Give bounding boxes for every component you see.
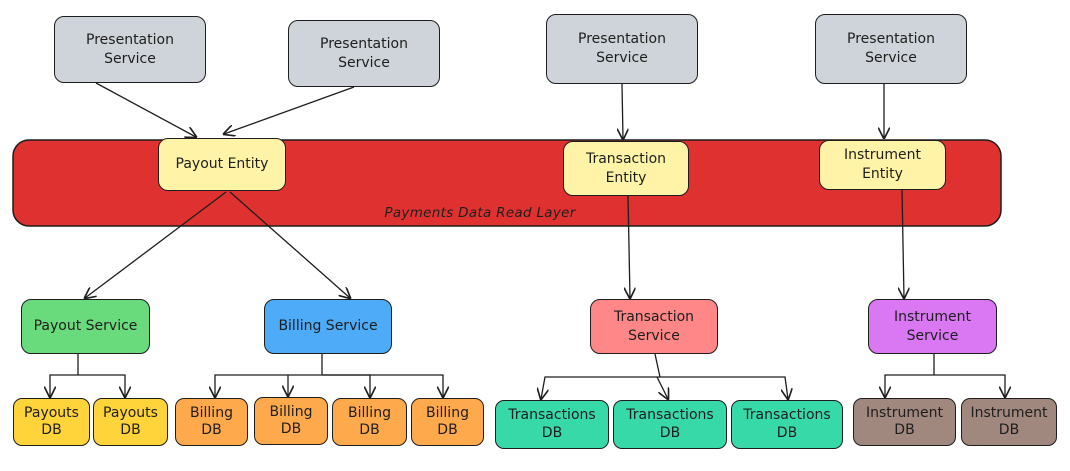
arrow-billing-service-to-billing-db-4	[322, 374, 443, 397]
presentation-service-1[interactable]: Presentation Service	[54, 16, 206, 83]
payouts-db-2[interactable]: Payouts DB	[93, 398, 168, 446]
transactions-db-2[interactable]: Transactions DB	[613, 400, 727, 449]
arrow-transaction-service-to-transactions-db-1	[541, 376, 657, 399]
presentation-service-2[interactable]: Presentation Service	[288, 20, 440, 87]
instrument-entity[interactable]: Instrument Entity	[819, 140, 946, 190]
billing-db-3[interactable]: Billing DB	[332, 398, 407, 446]
transactions-db-3[interactable]: Transactions DB	[731, 400, 843, 449]
payouts-db-1[interactable]: Payouts DB	[13, 398, 90, 446]
arrow-payout-entity-to-billing-service	[229, 191, 350, 298]
arrow-transaction-service-to-transactions-db-2	[656, 376, 668, 399]
connector-transaction-service-trunk	[654, 353, 661, 378]
transaction-service[interactable]: Transaction Service	[590, 299, 718, 354]
arrow-billing-service-to-billing-db-3	[322, 374, 370, 397]
arrow-payout-entity-to-payout-service	[85, 191, 227, 298]
connectors	[50, 82, 1005, 399]
layer-label: Payments Data Read Layer	[384, 205, 576, 221]
instrument-service[interactable]: Instrument Service	[868, 299, 997, 354]
transactions-db-1[interactable]: Transactions DB	[495, 400, 609, 449]
arrow-payout-service-to-payouts-db-2	[78, 374, 125, 397]
instrument-db-1[interactable]: Instrument DB	[853, 398, 956, 446]
billing-db-1[interactable]: Billing DB	[175, 398, 248, 446]
arrow-transaction-entity-to-transaction-service	[628, 195, 630, 298]
arrow-presentation-2-to-payout-entity	[224, 86, 355, 134]
presentation-service-3[interactable]: Presentation Service	[546, 14, 698, 84]
instrument-db-2[interactable]: Instrument DB	[961, 398, 1057, 446]
billing-db-2[interactable]: Billing DB	[254, 397, 328, 445]
payout-service[interactable]: Payout Service	[21, 299, 150, 354]
arrow-instrument-service-to-instrument-db-2	[934, 374, 1005, 397]
billing-service[interactable]: Billing Service	[264, 299, 392, 354]
arrow-payout-service-to-payouts-db-1	[50, 374, 78, 397]
arrow-transaction-service-to-transactions-db-3	[657, 376, 788, 399]
presentation-service-4[interactable]: Presentation Service	[815, 14, 967, 84]
arrow-presentation-1-to-payout-entity	[95, 82, 196, 137]
arrow-billing-service-to-billing-db-1	[215, 374, 322, 397]
transaction-entity[interactable]: Transaction Entity	[563, 141, 689, 196]
payout-entity[interactable]: Payout Entity	[158, 138, 286, 191]
arrow-instrument-entity-to-instrument-service	[902, 189, 904, 298]
billing-db-4[interactable]: Billing DB	[411, 398, 484, 446]
arrow-presentation-3-to-transaction-entity	[622, 83, 623, 139]
arrow-instrument-service-to-instrument-db-1	[885, 374, 934, 397]
